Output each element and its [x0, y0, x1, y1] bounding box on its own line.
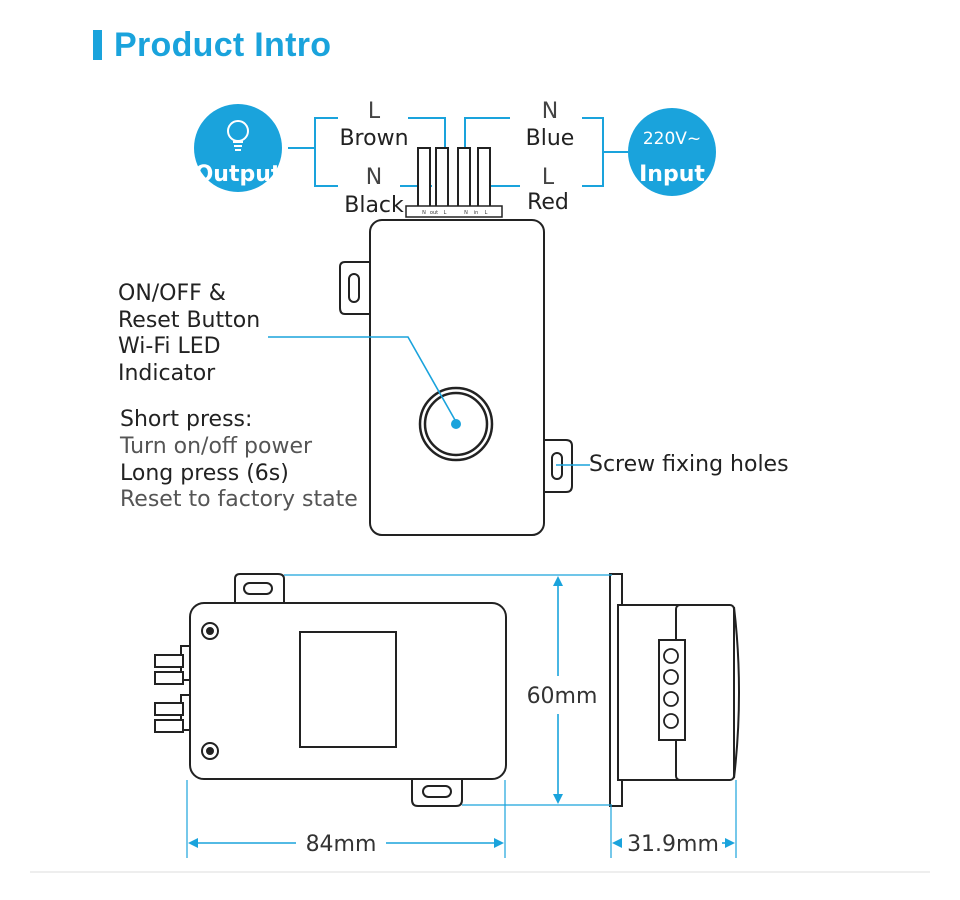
wiring-lines: [288, 117, 628, 187]
wire-blue-color: Blue: [526, 126, 575, 151]
terminal-label: L: [444, 210, 447, 216]
lightbulb-icon: [227, 120, 249, 151]
wire-blue-terminal: N: [542, 99, 558, 124]
terminal-posts: [417, 147, 491, 209]
terminal-strip: N out L N in L: [405, 205, 503, 218]
device-back-view: [154, 573, 507, 807]
wire-brown-color: Brown: [339, 126, 408, 151]
input-label: Input: [639, 162, 705, 187]
wire-red-color: Red: [527, 190, 569, 215]
power-button[interactable]: [418, 386, 494, 462]
wire-red-terminal: L: [542, 165, 555, 190]
input-voltage: 220V~: [643, 129, 701, 149]
dimension-depth: 31.9mm: [627, 832, 719, 857]
page-title: Product Intro: [114, 26, 332, 64]
dimension-height: 60mm: [527, 684, 598, 709]
wire-black-terminal: N: [366, 165, 382, 190]
title-accent-bar: [93, 30, 102, 60]
dimension-length: 84mm: [306, 832, 377, 857]
side-terminal-screws: [663, 648, 679, 729]
long-press-title: Long press (6s): [120, 461, 289, 486]
input-badge: 220V~ Input: [628, 108, 716, 196]
short-press-title: Short press:: [120, 407, 252, 432]
device-front: [339, 219, 573, 536]
terminal-label: out: [430, 210, 438, 216]
output-label: Output: [195, 162, 282, 187]
wire-brown-terminal: L: [368, 99, 381, 124]
terminal-label: N: [464, 210, 468, 216]
dimension-lines: [186, 574, 737, 858]
button-note-line: ON/OFF &: [118, 281, 226, 306]
button-note-line: Indicator: [118, 361, 216, 386]
wire-black-color: Black: [344, 193, 404, 218]
device-side-view: [609, 573, 740, 807]
terminal-label: L: [485, 210, 488, 216]
button-note-line: Reset Button: [118, 308, 260, 333]
short-press-desc: Turn on/off power: [119, 434, 313, 459]
terminal-label: in: [474, 210, 479, 216]
back-screw-holes: [201, 622, 219, 760]
long-press-desc: Reset to factory state: [120, 487, 358, 512]
output-badge: Output: [194, 104, 282, 192]
button-leader-line: [268, 336, 456, 421]
screw-note: Screw fixing holes: [589, 452, 789, 477]
button-note-line: Wi-Fi LED: [118, 334, 221, 359]
terminal-label: N: [422, 210, 426, 216]
wifi-led-indicator: [451, 419, 461, 429]
